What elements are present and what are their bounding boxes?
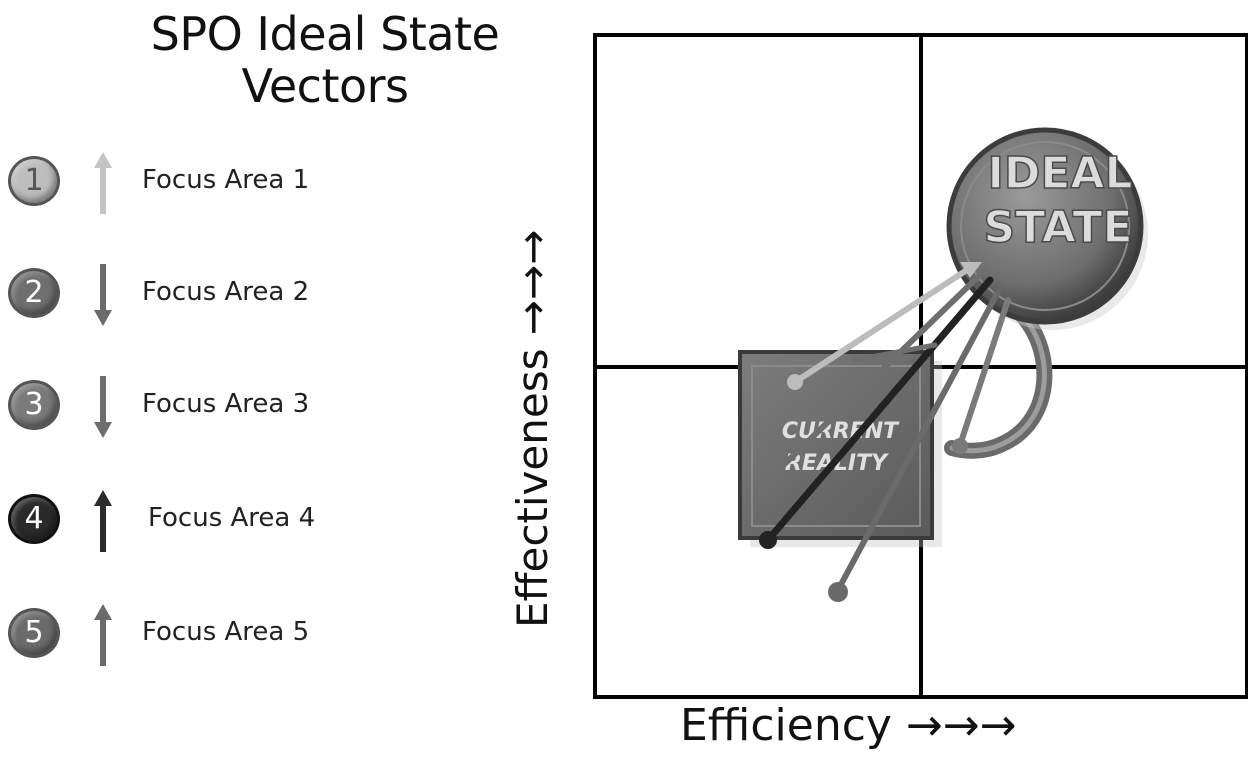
legend-label: Focus Area 4 — [148, 503, 316, 533]
legend-label: Focus Area 3 — [142, 389, 310, 419]
number-badge-4: 4 — [8, 494, 60, 544]
up-arrow-icon — [94, 604, 112, 666]
up-arrow-icon — [94, 152, 112, 214]
number-badge-5: 5 — [8, 608, 60, 658]
vector-5 — [835, 289, 1001, 593]
legend-item-focus-area-2: 2 Focus Area 2 — [8, 262, 368, 332]
down-arrow-icon — [94, 264, 112, 326]
legend-item-focus-area-5: 5 Focus Area 5 — [8, 602, 368, 672]
ideal-state-label-line2: STATE — [984, 202, 1133, 253]
page-title: SPO Ideal State Vectors — [150, 7, 500, 113]
vector-3 — [765, 272, 983, 483]
current-reality-label-line1: CURRENT — [782, 419, 900, 444]
legend-item-focus-area-1: 1 Focus Area 1 — [8, 150, 368, 220]
legend-label: Focus Area 2 — [142, 277, 310, 307]
down-arrow-icon — [94, 376, 112, 438]
ideal-state-label-line1: IDEAL — [987, 148, 1132, 199]
ideal-state-circle: IDEAL STATE — [946, 127, 1148, 330]
number-badge-2: 2 — [8, 268, 60, 318]
number-badge-1: 1 — [8, 156, 60, 206]
number-badge-3: 3 — [8, 380, 60, 430]
vector-2-straight — [957, 297, 1011, 448]
legend-label: Focus Area 5 — [142, 617, 310, 647]
legend-item-focus-area-4: 4 Focus Area 4 — [8, 488, 368, 558]
vector-1-arrowhead — [960, 262, 982, 278]
up-arrow-icon — [94, 490, 112, 552]
legend-label: Focus Area 1 — [142, 165, 310, 195]
legend-item-focus-area-3: 3 Focus Area 3 — [8, 374, 368, 444]
vector-arrows — [759, 262, 1011, 602]
vector-1 — [792, 265, 973, 385]
x-axis-label: Efficiency →→→ — [680, 700, 1017, 751]
vector-4 — [764, 276, 994, 544]
